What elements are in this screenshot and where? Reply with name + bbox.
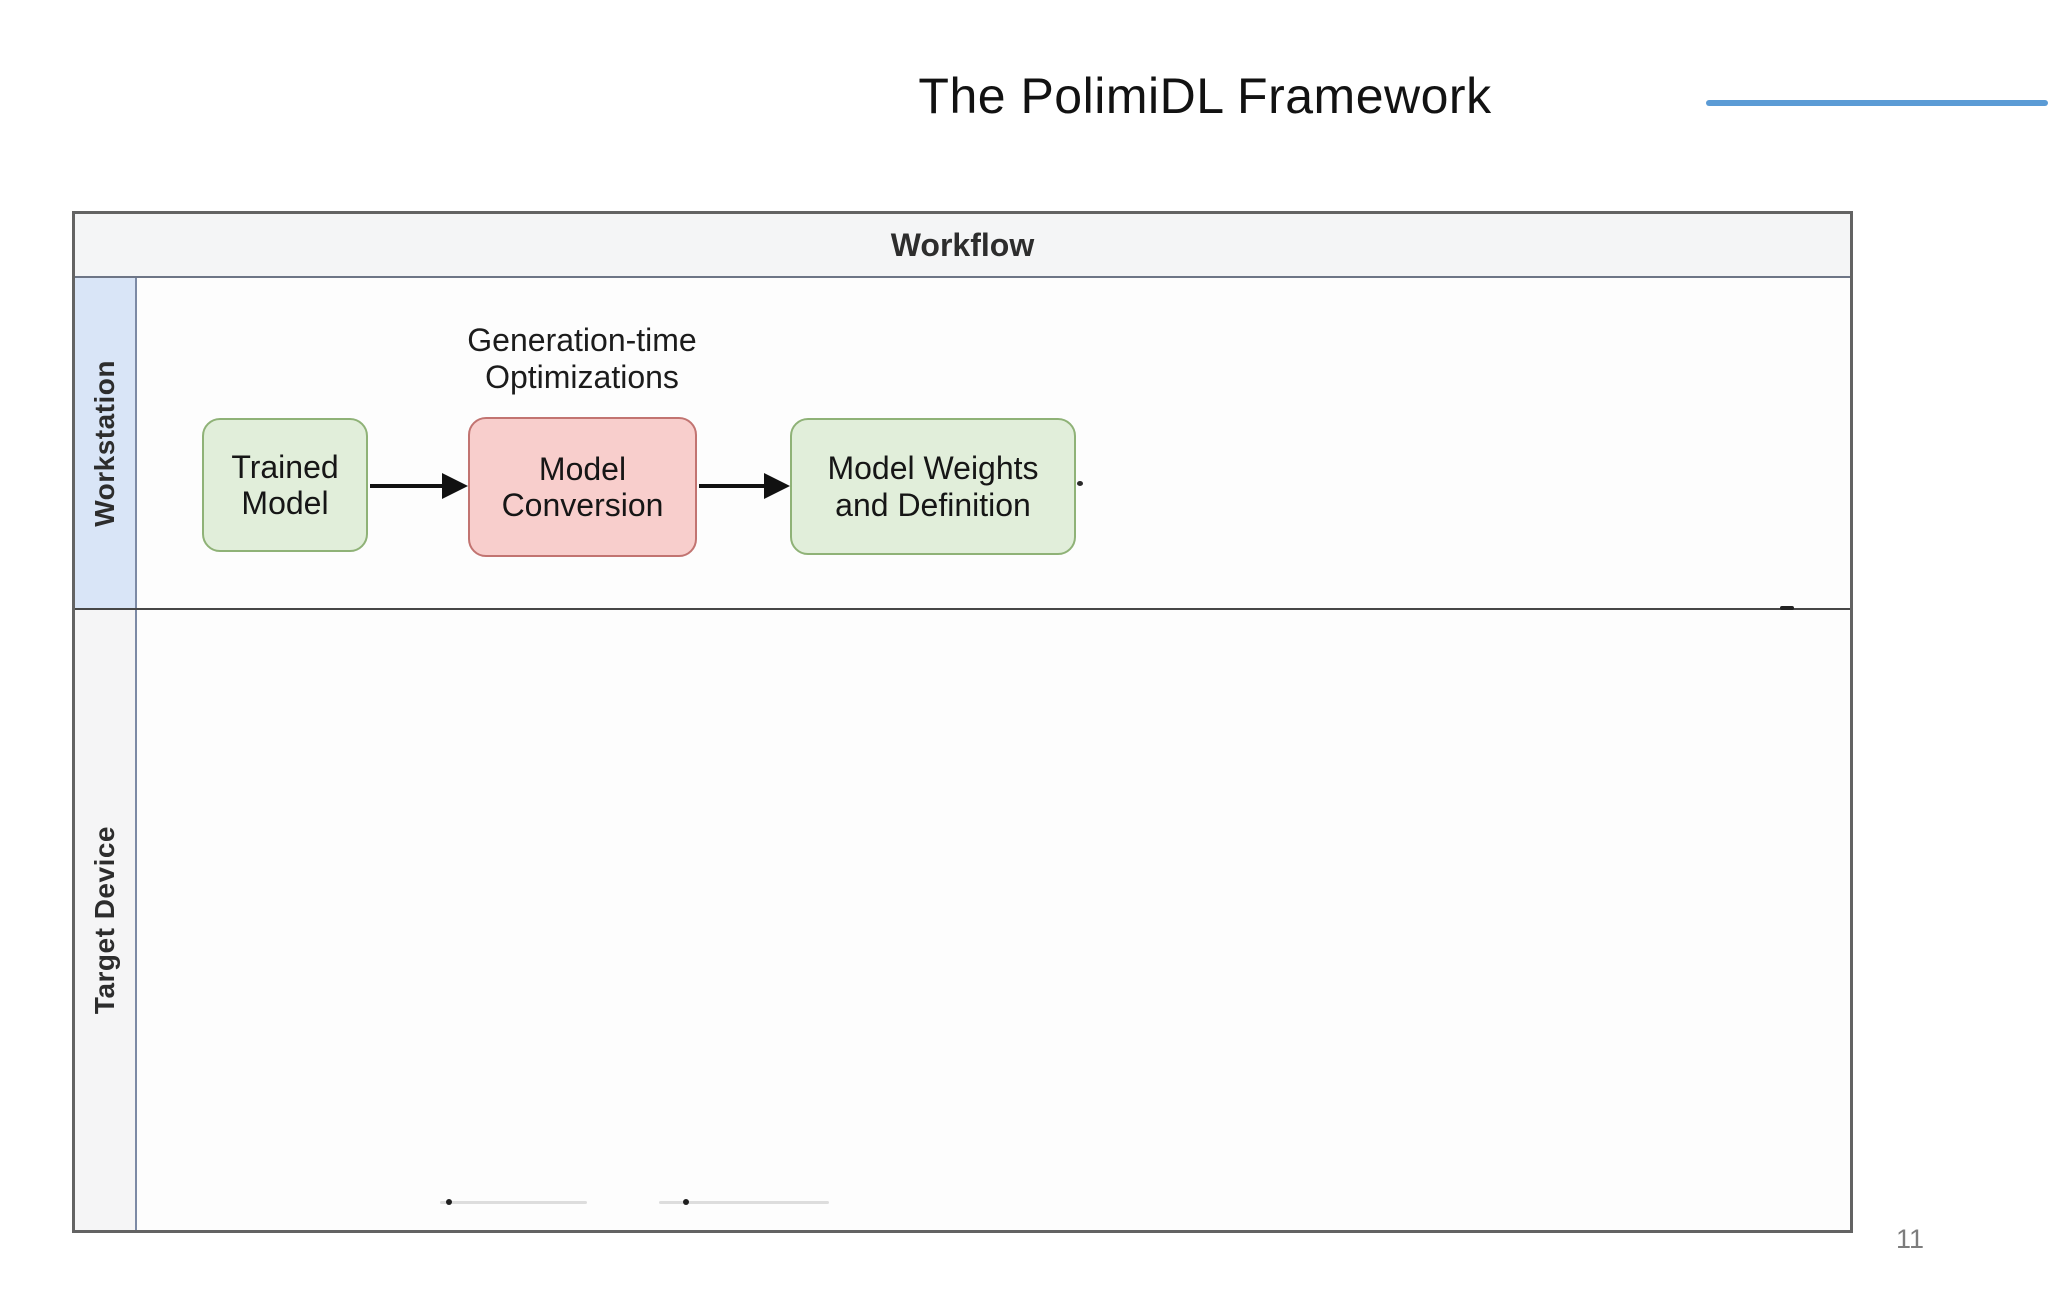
lane-label-workstation: Workstation	[75, 278, 137, 608]
caption-line-2: Optimizations	[485, 359, 679, 396]
flow-arrow-1-line	[370, 484, 444, 488]
lane-target-device: Target Device	[75, 610, 1850, 1230]
lane-label-target-device-text: Target Device	[89, 825, 120, 1015]
node-model-weights-line2: and Definition	[835, 486, 1031, 523]
title-accent-line	[1706, 100, 2048, 106]
workflow-header-label: Workflow	[890, 226, 1035, 263]
node-model-weights-label: Model Weights and Definition	[827, 450, 1038, 523]
workflow-header-row: Workflow	[75, 214, 1850, 278]
node-trained-model-label: Trained Model	[231, 449, 338, 522]
faint-artifact-segment-1	[440, 1201, 587, 1204]
artifact-dot	[1077, 481, 1083, 486]
faint-artifact-dot-2	[683, 1199, 689, 1205]
node-model-conversion-label: Model Conversion	[502, 451, 664, 524]
workflow-swimlane-table: Workflow Workstation Generation-time Opt…	[72, 211, 1853, 1233]
caption-line-1: Generation-time	[467, 322, 697, 358]
node-model-weights: Model Weights and Definition	[790, 418, 1076, 555]
divider-tick-artifact	[1780, 606, 1794, 610]
lane-workstation: Workstation Generation-time Optimization…	[75, 278, 1850, 610]
node-model-conversion-line1: Model	[538, 450, 627, 487]
flow-arrow-1-head-icon	[442, 473, 468, 499]
node-trained-model: Trained Model	[202, 418, 368, 552]
node-model-conversion-line2: Conversion	[501, 487, 664, 523]
lane-content-workstation: Generation-time Optimizations Trained Mo…	[137, 278, 1850, 608]
flow-arrow-2-head-icon	[764, 473, 790, 499]
flow-arrow-2-line	[699, 484, 765, 488]
generation-time-caption: Generation-time Optimizations	[352, 322, 812, 397]
node-trained-model-line2: Model	[241, 485, 329, 521]
node-model-weights-line1: Model Weights	[827, 450, 1039, 487]
node-model-conversion: Model Conversion	[468, 417, 697, 557]
lane-content-target-device	[137, 610, 1850, 1230]
node-trained-model-line1: Trained	[231, 448, 339, 485]
lane-label-target-device: Target Device	[75, 610, 137, 1230]
faint-artifact-segment-2	[659, 1201, 829, 1204]
lane-label-workstation-text: Workstation	[89, 359, 120, 527]
page-number: 11	[1896, 1224, 1925, 1254]
slide-title: The PolimiDL Framework	[918, 68, 1492, 124]
faint-artifact-dot-1	[446, 1199, 452, 1205]
